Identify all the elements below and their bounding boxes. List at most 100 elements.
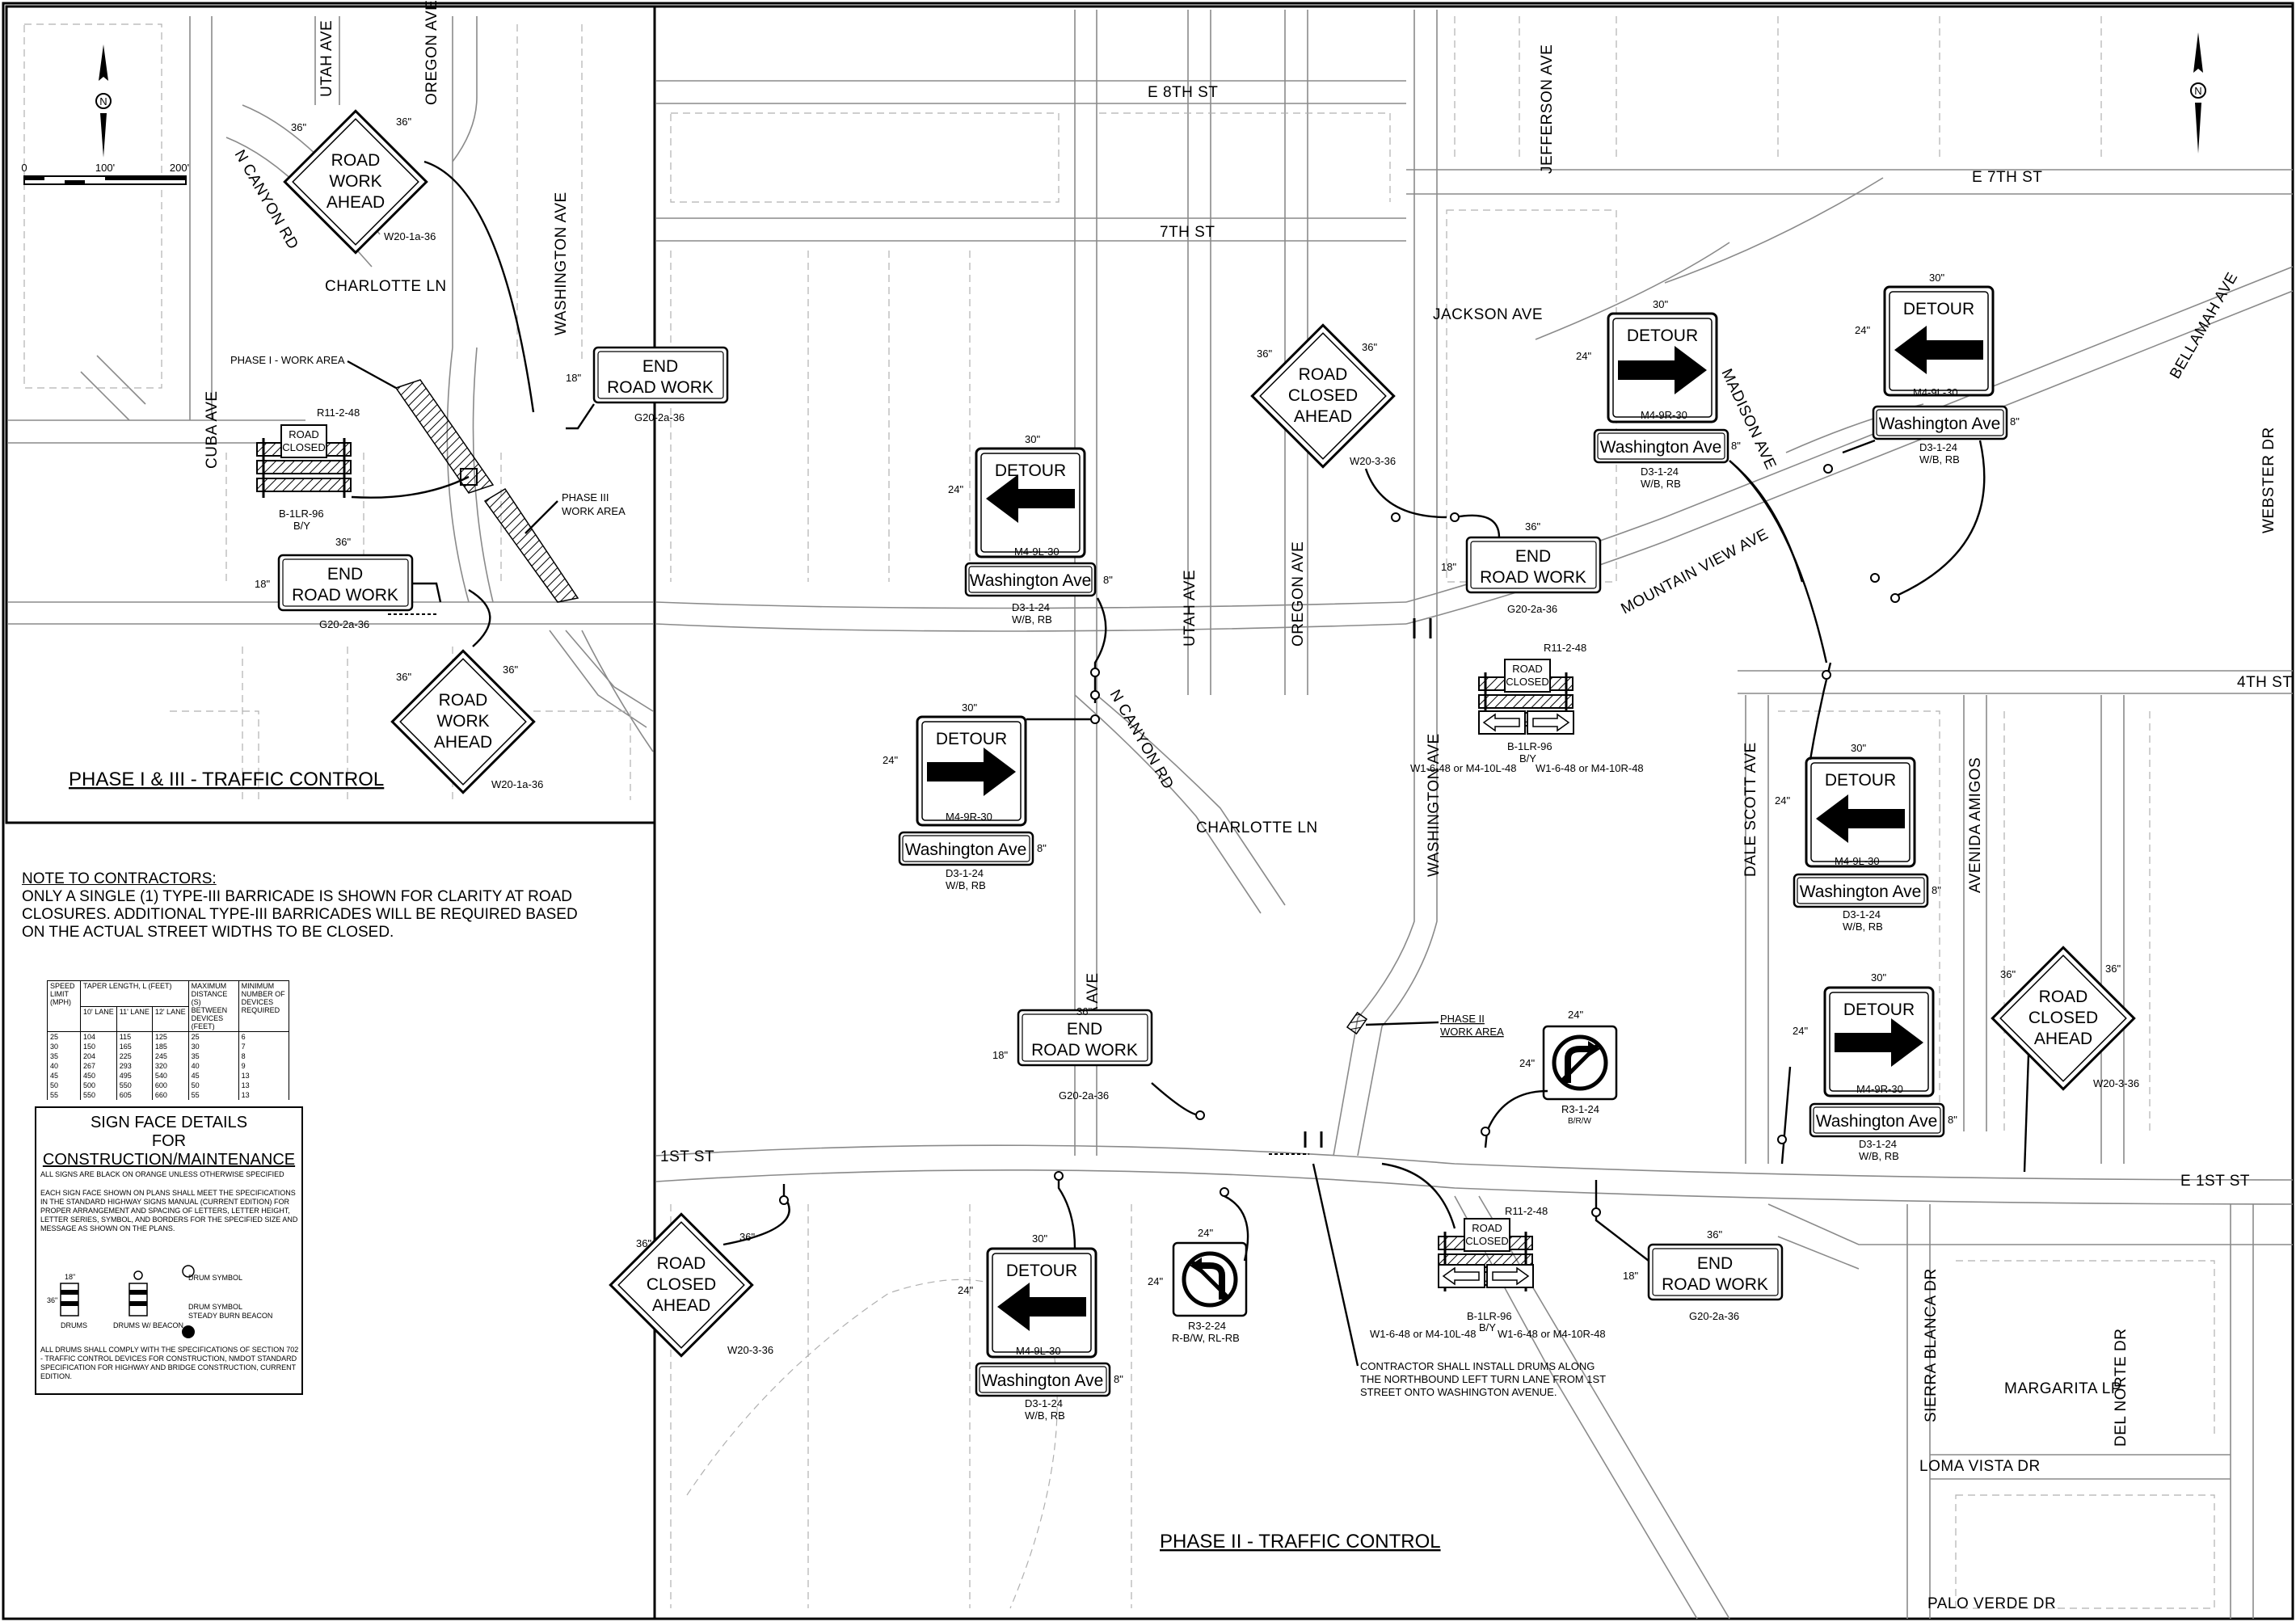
svg-text:W1-6-48 or M4-10L-48: W1-6-48 or M4-10L-48 [1410,762,1517,774]
svg-text:AHEAD: AHEAD [2034,1030,2092,1048]
svg-text:R11-2-48: R11-2-48 [317,407,360,419]
north-arrow-phase1: N [95,44,112,158]
svg-text:36": 36" [1707,1228,1722,1241]
svg-text:18": 18" [1623,1270,1638,1282]
label-n-canyon-rd-p1: N CANYON RD [231,147,301,252]
label-washington-ave-p1: WASHINGTON AVE [553,192,570,335]
label-7th-st: 7TH ST [1160,224,1215,241]
svg-text:FOR: FOR [152,1132,186,1150]
svg-text:W20-1a-36: W20-1a-36 [491,778,543,790]
sign-detour-left-1: DETOUR [975,447,1086,558]
svg-text:DETOUR: DETOUR [1627,327,1698,345]
label-jefferson-ave: JEFFERSON AVE [1539,44,1556,174]
phase2-panel-frame [653,5,2294,1620]
svg-text:W20-3-36: W20-3-36 [727,1344,773,1356]
svg-text:ROAD: ROAD [439,691,488,710]
contractor-note-line-3: STREET ONTO WASHINGTON AVENUE. [1360,1386,1557,1398]
barricade-road-closed-p2-2: ROAD CLOSED [1437,1218,1534,1293]
svg-text:R11-2-48: R11-2-48 [1544,642,1586,654]
label-jackson-ave: JACKSON AVE [1433,306,1543,323]
svg-text:18": 18" [65,1273,75,1281]
svg-text:ROAD: ROAD [657,1254,706,1273]
svg-text:ROAD WORK: ROAD WORK [292,586,398,605]
svg-text:ROAD: ROAD [2039,988,2088,1006]
phase2-work-area-hatch [1346,1011,1368,1035]
svg-text:DETOUR: DETOUR [1843,1001,1915,1019]
svg-text:CONSTRUCTION/MAINTENANCE: CONSTRUCTION/MAINTENANCE [43,1151,295,1169]
svg-text:B/Y: B/Y [1519,752,1536,765]
label-e-1st-st: E 1ST ST [2180,1173,2250,1190]
svg-text:36": 36" [291,121,306,133]
taper-table: SPEED LIMIT (MPH) TAPER LENGTH, L (FEET)… [47,980,289,1100]
svg-text:G20-2a-36: G20-2a-36 [634,411,685,423]
svg-text:36": 36" [2105,963,2121,975]
svg-text:24": 24" [1576,350,1591,362]
svg-text:CLOSED: CLOSED [1288,386,1358,405]
sign-washington-ave-3: Washington Ave [1593,428,1729,464]
svg-text:W/B, RB: W/B, RB [1859,1150,1899,1162]
svg-text:W20-3-36: W20-3-36 [1350,455,1396,467]
svg-text:WORK: WORK [329,172,381,191]
svg-text:SIGN FACE DETAILS: SIGN FACE DETAILS [91,1114,247,1131]
label-bellamah-ave: BELLAMAH AVE [2167,270,2241,382]
svg-text:W/B, RB: W/B, RB [1919,453,1960,466]
phase3-work-area-label-2: WORK AREA [562,505,626,517]
sign-detour-right-2: DETOUR [1607,312,1718,423]
label-mountain-view-ave: MOUNTAIN VIEW AVE [1618,526,1771,618]
notes-body: ONLY A SINGLE (1) TYPE-III BARRICADE IS … [22,888,578,941]
sign-washington-ave-7: Washington Ave [975,1362,1111,1397]
svg-text:24": 24" [958,1284,973,1296]
svg-text:W/B, RB: W/B, RB [946,879,986,891]
phase1-panel-title: PHASE I & III - TRAFFIC CONTROL [69,769,384,790]
sign-detour-right-1: DETOUR [916,715,1027,827]
sign-face-paragraphs: ALL SIGNS ARE BLACK ON ORANGE UNLESS OTH… [40,1170,299,1233]
drum-detail [60,1265,195,1338]
svg-text:30": 30" [1871,971,1886,984]
svg-text:R3-2-24: R3-2-24 [1188,1320,1226,1332]
svg-text:CLOSED: CLOSED [647,1275,716,1294]
sign-end-road-work-p1-top: END ROAD WORK [592,346,729,404]
svg-text:END: END [1515,547,1551,566]
svg-text:Washington Ave: Washington Ave [1879,415,2001,433]
svg-text:Washington Ave: Washington Ave [1600,438,1722,457]
sign-end-road-work-p2-3: END ROAD WORK [1647,1243,1784,1301]
svg-text:8": 8" [1731,440,1741,452]
svg-text:18": 18" [992,1049,1008,1061]
svg-text:CLOSED: CLOSED [1506,676,1548,688]
svg-text:Washington Ave: Washington Ave [905,840,1027,859]
sign-road-closed-ahead-2: ROAD CLOSED AHEAD [1991,946,2136,1091]
label-utah-ave-p2: UTAH AVE [1182,570,1199,647]
label-1st-st: 1ST ST [660,1148,714,1165]
north-arrow-phase2: N [2190,32,2206,154]
svg-text:30": 30" [1851,742,1866,754]
svg-text:B-1LR-96: B-1LR-96 [1507,740,1552,752]
sign-no-left-turn [1172,1241,1248,1317]
label-sierra-blanca-dr: SIERRA BLANCA DR [1923,1268,1940,1422]
svg-text:24": 24" [1198,1227,1213,1239]
label-loma-vista-dr: LOMA VISTA DR [1919,1458,2041,1475]
north-label: N [99,95,107,107]
svg-text:24": 24" [883,754,898,766]
label-del-norte-dr: DEL NORTE DR [2113,1329,2130,1447]
svg-text:36": 36" [335,536,351,548]
svg-text:B/Y: B/Y [293,520,310,532]
svg-text:D3-1-24: D3-1-24 [946,867,984,879]
svg-text:END: END [327,565,363,583]
barricade-road-closed-p2-1: ROAD CLOSED [1477,659,1574,734]
svg-text:B/R/W: B/R/W [1568,1117,1591,1126]
svg-text:8": 8" [1932,884,1941,896]
svg-text:8": 8" [1037,842,1047,854]
svg-text:B-1LR-96: B-1LR-96 [279,508,324,520]
sign-end-road-work-p1-bottom: END ROAD WORK [277,554,414,612]
svg-text:END: END [1697,1254,1733,1273]
label-webster-dr: WEBSTER DR [2260,427,2277,533]
svg-text:DRUMS: DRUMS [61,1321,87,1329]
svg-text:24": 24" [1519,1057,1535,1069]
svg-text:DETOUR: DETOUR [936,730,1007,748]
svg-text:8": 8" [1948,1114,1957,1126]
